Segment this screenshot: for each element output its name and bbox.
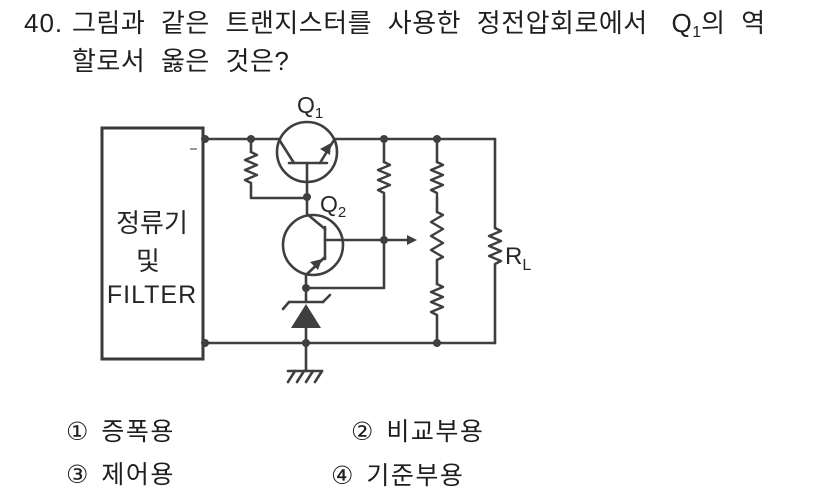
option-3: ③ 제어용	[66, 455, 175, 491]
question-text-part2: 의 역	[701, 8, 766, 38]
option-1-number: ①	[66, 418, 89, 446]
q1-emitter-arrow	[320, 143, 331, 155]
option-2: ② 비교부용	[351, 412, 484, 448]
question-number: 40.	[24, 8, 64, 38]
ground-symbol	[286, 341, 324, 384]
question-text-line2: 할로서 옳은 것은?	[72, 46, 290, 76]
question-text-part1: 그림과 같은 트랜지스터를 사용한 정전압회로에서	[72, 8, 648, 38]
box-label-line1: 정류기	[116, 208, 188, 238]
junction-dots	[201, 135, 441, 347]
option-4-label: 기준부용	[366, 462, 465, 490]
box-label-line2: 및	[136, 246, 160, 276]
rl-label: RL	[505, 243, 531, 274]
option-4: ④ 기준부용	[331, 456, 464, 492]
option-4-number: ④	[331, 462, 354, 490]
option-1-label: 증폭용	[101, 418, 175, 446]
question-text: 그림과 같은 트랜지스터를 사용한 정전압회로에서 Q1의 역 할로서 옳은 것…	[72, 9, 816, 76]
question-block: 40. 그림과 같은 트랜지스터를 사용한 정전압회로에서 Q1의 역 할로서 …	[24, 9, 816, 76]
q2-emitter-arrow	[310, 259, 322, 270]
transistor-q2: Q2	[281, 191, 386, 290]
wiper-arrow	[382, 235, 417, 245]
q2-label: Q2	[320, 191, 346, 221]
option-2-label: 비교부용	[386, 418, 485, 446]
transistor-q1: Q1	[275, 92, 339, 199]
potentiometer	[429, 137, 445, 345]
box-label-line3: FILTER	[107, 281, 197, 309]
q1-reference: Q1	[671, 8, 702, 42]
option-3-number: ③	[66, 461, 89, 489]
q1-reference-subscript: 1	[692, 24, 702, 41]
zener-diode	[281, 286, 332, 345]
option-1: ① 증폭용	[66, 412, 175, 448]
q1-label: Q1	[297, 92, 323, 122]
supply-rails	[201, 137, 497, 345]
option-3-label: 제어용	[101, 461, 175, 489]
load-resistor: RL	[487, 226, 531, 274]
option-2-number: ②	[351, 418, 374, 446]
rectifier-filter-box: 정류기 및 FILTER	[100, 126, 205, 361]
